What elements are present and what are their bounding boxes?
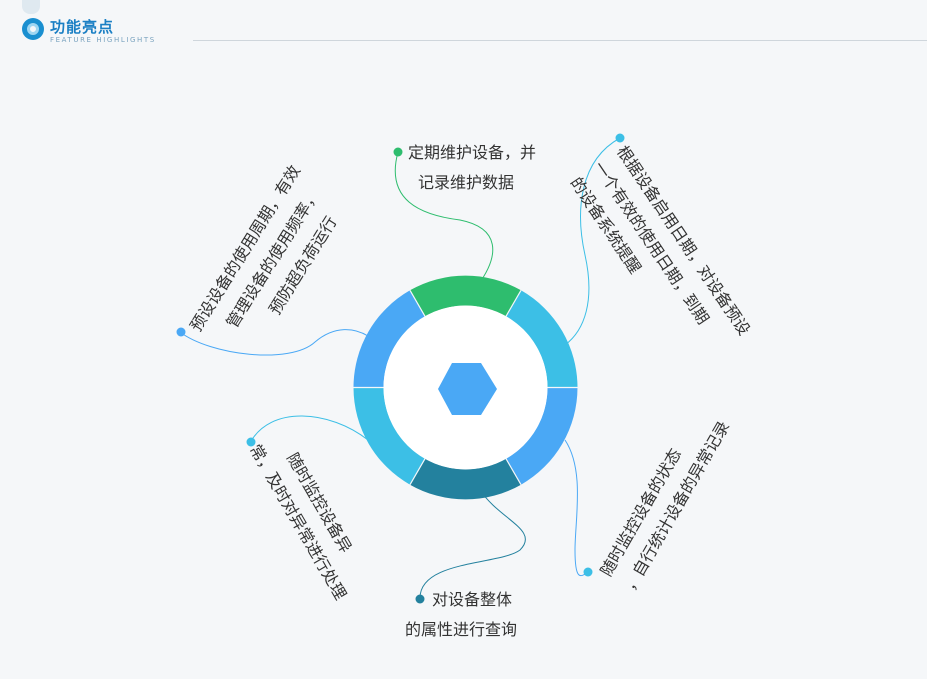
logo-decoration: [22, 0, 40, 14]
dot-bottom: [415, 594, 425, 604]
dot-top-right: [615, 133, 625, 143]
ring-segment-top: [410, 275, 521, 317]
connector-top-right: [564, 137, 621, 346]
connector-bottom-right: [564, 439, 589, 577]
connector-bottom-left: [249, 415, 369, 444]
dot-bottom-right: [583, 567, 593, 577]
ring-segment-top-left: [353, 290, 425, 388]
header-divider: [193, 40, 927, 41]
dot-bottom-left: [246, 437, 256, 447]
feature-label-bottom: 对设备整体 的属性进行查询: [405, 585, 517, 645]
feature-bottom-line-2: 的属性进行查询: [405, 620, 518, 639]
ring-separators: [353, 290, 578, 485]
page-title: 功能亮点: [50, 18, 115, 36]
feature-bottom-line-1: 对设备整体: [432, 590, 513, 609]
dot-top-left: [176, 327, 186, 337]
feature-top-line-1: 定期维护设备，并: [408, 143, 537, 162]
ring-segment-bottom: [410, 458, 521, 500]
connector-top: [394, 151, 494, 286]
connector-bottom: [419, 489, 526, 599]
feature-label-top: 定期维护设备，并 记录维护数据: [408, 138, 536, 198]
header: 功能亮点 FEATURE HIGHLIGHTS: [0, 0, 927, 48]
connector-top-left: [179, 329, 369, 356]
hexagon-icon: [438, 363, 497, 415]
page-subtitle: FEATURE HIGHLIGHTS: [50, 36, 156, 44]
ring-segment-bottom-left: [353, 387, 425, 485]
logo-icon: [22, 18, 44, 40]
dot-top: [393, 147, 403, 157]
feature-top-line-2: 记录维护数据: [418, 173, 515, 192]
ring-segment-bottom-right: [506, 387, 578, 485]
ring-segment-top-right: [506, 290, 578, 388]
